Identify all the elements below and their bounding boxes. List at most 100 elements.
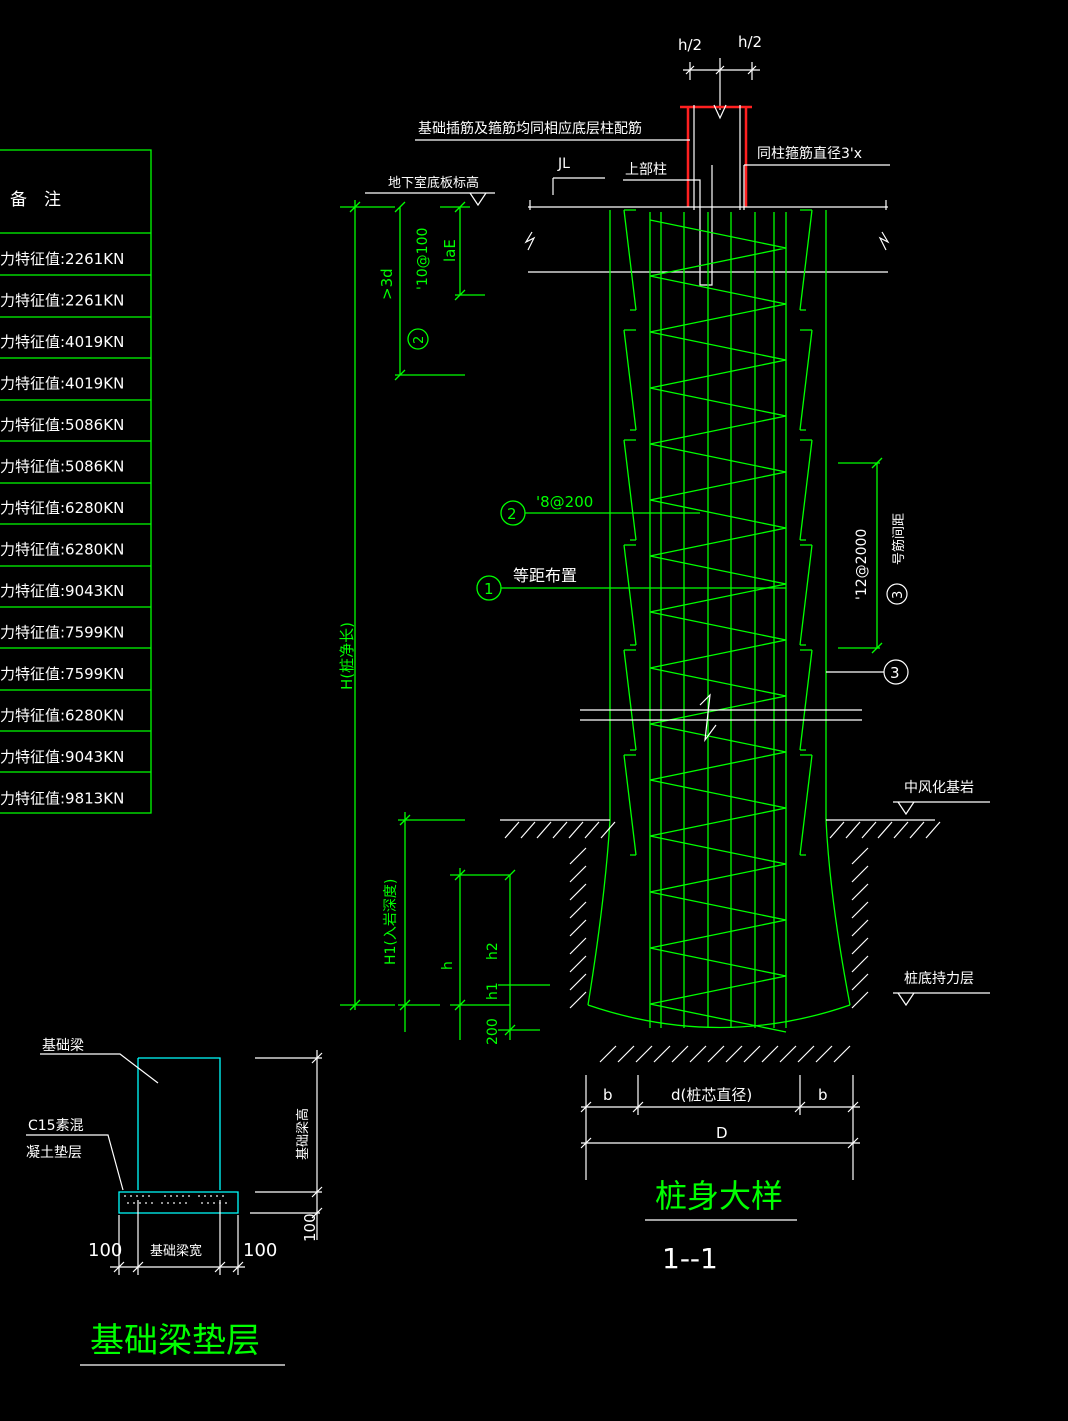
lining-segment xyxy=(623,329,813,431)
circle-3-side-text: 3 xyxy=(891,591,906,599)
circle-3-low-text: 3 xyxy=(890,664,900,682)
cushion-dot xyxy=(198,1195,200,1197)
cushion-dot xyxy=(173,1202,175,1204)
dim-h-half-right: h/2 xyxy=(738,33,762,51)
dim-100-left: 100 xyxy=(88,1240,122,1261)
cushion-dot xyxy=(210,1195,212,1197)
dim-200: 200 xyxy=(485,1018,501,1045)
cushion-label-2: 凝土垫层 xyxy=(26,1145,82,1161)
table-row: 力特征值:9813KN xyxy=(0,790,124,808)
cushion-dot xyxy=(136,1195,138,1197)
table-row: 力特征值:7599KN xyxy=(0,624,124,642)
hatch-lines xyxy=(504,821,941,1063)
beam-cushion-detail: 基础梁 C15素混 凝土垫层 基础梁高 100 100 基础梁宽 100 基础梁… xyxy=(26,1037,323,1366)
cushion-dot xyxy=(127,1202,129,1204)
circle-2-top-text: 2 xyxy=(412,336,427,344)
circle-3-side xyxy=(886,583,908,605)
rebar2-top-label: '10@100 xyxy=(415,228,431,290)
rebar3-side-note: 号筋间距 xyxy=(891,513,907,565)
cushion-label-1: C15素混 xyxy=(28,1118,84,1134)
cushion-dot xyxy=(207,1202,209,1204)
cushion-dot xyxy=(161,1202,163,1204)
pile-outline xyxy=(587,210,851,1006)
bearing-layer-label: 桩底持力层 xyxy=(904,970,974,987)
cushion-dot xyxy=(182,1195,184,1197)
cushion-dot xyxy=(179,1202,181,1204)
dim-D: D xyxy=(716,1124,728,1142)
dim-3d: >3d xyxy=(378,268,396,300)
beam-title: 基础梁垫层 xyxy=(90,1321,260,1361)
table-row: 力特征值:6280KN xyxy=(0,541,124,559)
upper-column-label: 上部柱 xyxy=(625,162,667,178)
dim-lae: laE xyxy=(441,239,459,262)
pile-detail: h/2 h/2 基础插筋及箍筋均同相应底层柱配筋 同柱箍筋直径3'x JL 上部… xyxy=(338,33,990,1275)
cushion-dot xyxy=(151,1202,153,1204)
dim-h2: h2 xyxy=(485,942,501,960)
equal-spacing-label: 等距布置 xyxy=(513,566,577,585)
table-row: 力特征值:5086KN xyxy=(0,458,124,476)
lining-segment xyxy=(623,209,813,311)
cushion-dot xyxy=(164,1195,166,1197)
dim-d: d(桩芯直径) xyxy=(671,1086,752,1104)
circle-2-mid-text: 2 xyxy=(507,505,517,523)
cushion-dot xyxy=(225,1202,227,1204)
cushion-dot xyxy=(148,1195,150,1197)
lining-segment xyxy=(623,649,813,751)
cushion-layer xyxy=(118,1191,239,1214)
dim-h-half-left: h/2 xyxy=(678,36,702,54)
cushion-dot xyxy=(167,1202,169,1204)
cushion-dot xyxy=(130,1195,132,1197)
table-row: 力特征值:9043KN xyxy=(0,582,124,600)
dim-b-right: b xyxy=(818,1086,828,1104)
remarks-table: 备 注 力特征值:2261KN 力特征值:2261KN 力特征值:4019KN 力特征… xyxy=(0,149,152,814)
table-row: 力特征值:2261KN xyxy=(0,250,124,268)
table-row: 力特征值:5086KN xyxy=(0,416,124,434)
rebar2-mid-label: '8@200 xyxy=(536,493,593,511)
table-header: 备 注 xyxy=(10,190,61,210)
section-label: 1--1 xyxy=(662,1242,718,1275)
pile-length-label: H(桩净长) xyxy=(338,622,356,690)
cushion-dot xyxy=(185,1202,187,1204)
upper-column-rebar xyxy=(680,105,752,207)
basement-elev-label: 地下室底板标高 xyxy=(388,175,479,191)
pile-title: 桩身大样 xyxy=(655,1177,783,1215)
table-row: 力特征值:6280KN xyxy=(0,707,124,725)
dim-100-vertical: 100 xyxy=(301,1213,319,1242)
table-row: 力特征值:6280KN xyxy=(0,499,124,517)
cushion-dot xyxy=(176,1195,178,1197)
cushion-dot xyxy=(124,1195,126,1197)
beam-width-label: 基础梁宽 xyxy=(150,1243,202,1259)
beam-label: 基础梁 xyxy=(42,1037,84,1054)
table-row: 力特征值:2261KN xyxy=(0,292,124,310)
lining-segment xyxy=(623,544,813,646)
cushion-dot xyxy=(222,1195,224,1197)
foundation-beam xyxy=(137,1057,221,1190)
table-row: 力特征值:4019KN xyxy=(0,333,124,351)
cushion-dot xyxy=(142,1195,144,1197)
cushion-dot xyxy=(133,1202,135,1204)
cushion-dot xyxy=(216,1195,218,1197)
rock-depth-label: H1(入岩深度) xyxy=(383,879,399,965)
dim-100-right: 100 xyxy=(243,1240,277,1261)
cushion-dot xyxy=(213,1202,215,1204)
cushion-dot xyxy=(170,1195,172,1197)
lining-segment xyxy=(623,439,813,541)
beam-height-label: 基础梁高 xyxy=(295,1108,311,1160)
cushion-dot xyxy=(139,1202,141,1204)
stirrup-note: 同柱箍筋直径3'x xyxy=(757,145,862,162)
table-row: 力特征值:9043KN xyxy=(0,748,124,766)
dim-b-left: b xyxy=(603,1086,613,1104)
table-row: 力特征值:7599KN xyxy=(0,665,124,683)
rebar3-side-label: '12@2000 xyxy=(854,529,870,600)
cushion-dot xyxy=(201,1202,203,1204)
table-rows: 力特征值:2261KN力特征值:2261KN力特征值:4019KN力特征值:40… xyxy=(0,250,124,808)
jl-label: JL xyxy=(557,156,570,172)
weathered-rock-label: 中风化基岩 xyxy=(904,779,974,796)
top-note: 基础插筋及箍筋均同相应底层柱配筋 xyxy=(418,120,642,137)
dim-h1: h1 xyxy=(485,982,501,1000)
cushion-dot xyxy=(204,1195,206,1197)
cushion-dot xyxy=(145,1202,147,1204)
soil-hatch xyxy=(504,821,941,1063)
spiral-stirrup xyxy=(649,219,787,1033)
circle-1-text: 1 xyxy=(484,580,494,598)
